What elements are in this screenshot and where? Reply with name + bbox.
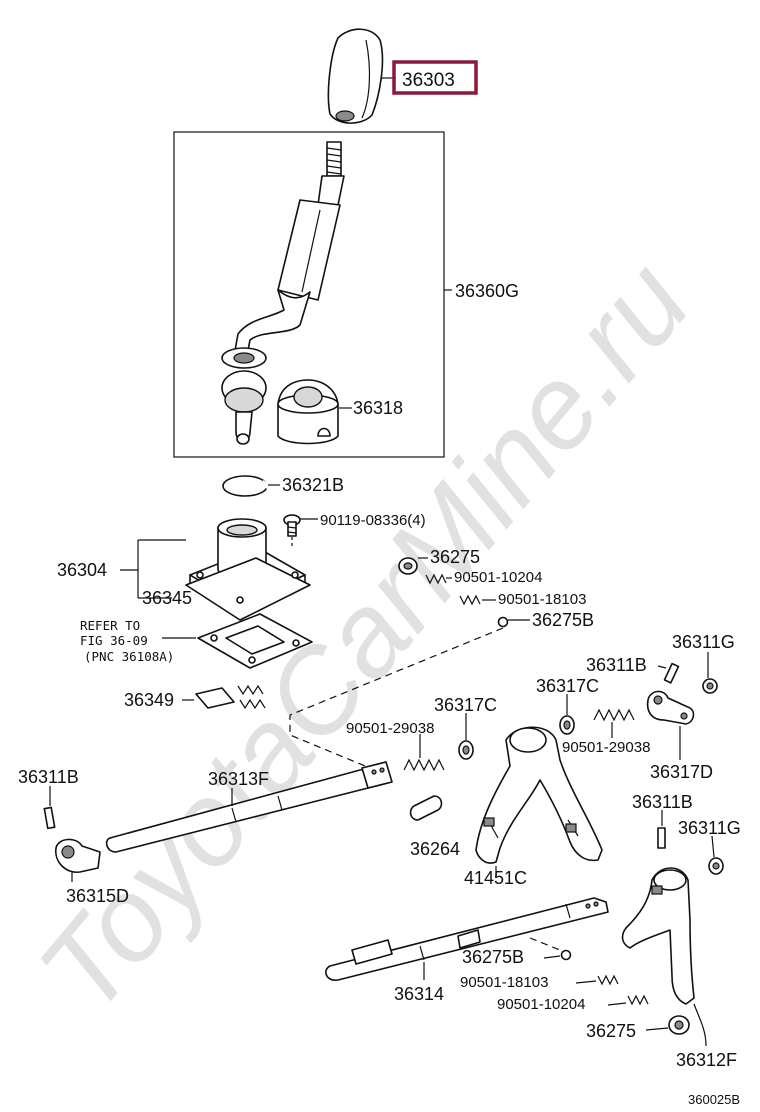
label-90501-29038-left[interactable]: 90501-29038 xyxy=(346,720,434,737)
label-36311B-left[interactable]: 36311B xyxy=(18,767,79,787)
fork-36312F xyxy=(621,867,695,1005)
refer-note-line2: FIG 36-09 xyxy=(80,633,148,648)
label-90501-29038-right[interactable]: 90501-29038 xyxy=(562,739,650,756)
spring-90501-10204-top xyxy=(425,573,447,585)
label-36318[interactable]: 36318 xyxy=(353,398,403,418)
label-36275B-bot[interactable]: 36275B xyxy=(462,947,524,967)
label-36311G-mid[interactable]: 36311G xyxy=(678,818,741,838)
label-36349[interactable]: 36349 xyxy=(124,690,174,710)
label-36275-bot[interactable]: 36275 xyxy=(586,1021,636,1041)
pin-36311B-mid xyxy=(657,827,666,849)
label-36311B-top[interactable]: 36311B xyxy=(586,655,647,675)
label-36275-top[interactable]: 36275 xyxy=(430,547,480,567)
lever-36317D xyxy=(646,690,695,725)
label-36360G[interactable]: 36360G xyxy=(455,281,519,301)
spring-90501-18103-bot xyxy=(597,974,619,986)
shaft-36314 xyxy=(325,897,609,981)
gasket xyxy=(197,613,313,669)
label-41451C[interactable]: 41451C xyxy=(464,868,527,888)
label-90501-18103-top[interactable]: 90501-18103 xyxy=(498,591,586,608)
pin-36311B-top xyxy=(663,662,680,684)
spring-90501-10204-bot xyxy=(627,994,649,1006)
refer-note-line3: (PNC 36108A) xyxy=(84,649,174,664)
spring-90501-29038-left xyxy=(403,758,445,772)
lever-seat xyxy=(277,379,339,445)
label-36315D[interactable]: 36315D xyxy=(66,886,129,906)
pin-36311B-left xyxy=(43,806,56,830)
label-90501-10204-bot[interactable]: 90501-10204 xyxy=(497,996,585,1013)
label-36317D[interactable]: 36317D xyxy=(650,762,713,782)
fork-41451C xyxy=(475,726,603,864)
pin-36264 xyxy=(409,795,443,821)
assembly-box xyxy=(173,131,445,458)
label-36317C-right[interactable]: 36317C xyxy=(536,676,599,696)
ball-36275B-bot xyxy=(560,949,572,961)
snap-ring xyxy=(222,475,272,497)
lever-housing xyxy=(185,518,311,621)
spring-90501-29038-right xyxy=(593,708,635,722)
highlight-box xyxy=(392,60,478,95)
label-36311B-mid[interactable]: 36311B xyxy=(632,792,693,812)
label-36264[interactable]: 36264 xyxy=(410,839,460,859)
ball-36275B-top xyxy=(497,616,509,628)
label-36314[interactable]: 36314 xyxy=(394,984,444,1004)
label-36345[interactable]: 36345 xyxy=(142,588,192,608)
label-36275B-top[interactable]: 36275B xyxy=(532,610,594,630)
label-90119[interactable]: 90119-08336(4) xyxy=(320,512,426,529)
bolt-90119 xyxy=(283,514,301,547)
label-36304[interactable]: 36304 xyxy=(57,560,107,580)
label-36303[interactable]: 36303 xyxy=(402,70,455,91)
spring-90501-18103-top xyxy=(459,594,481,606)
refer-note-line1: REFER TO xyxy=(80,618,140,633)
label-36312F[interactable]: 36312F xyxy=(676,1050,737,1070)
shaft-36313F xyxy=(105,761,393,853)
shift-lever xyxy=(221,141,345,445)
head-36315D xyxy=(55,838,101,873)
diagram-code: 360025B xyxy=(688,1092,740,1107)
label-36321B[interactable]: 36321B xyxy=(282,475,344,495)
label-90501-10204-top[interactable]: 90501-10204 xyxy=(454,569,542,586)
plate-36349 xyxy=(195,684,266,710)
plug-36275-bot xyxy=(668,1015,690,1035)
plug-36275-top xyxy=(398,557,418,575)
label-90501-18103-bot[interactable]: 90501-18103 xyxy=(460,974,548,991)
label-36311G-top[interactable]: 36311G xyxy=(672,632,735,652)
label-36313F[interactable]: 36313F xyxy=(208,769,269,789)
label-36317C-left[interactable]: 36317C xyxy=(434,695,497,715)
shift-knob xyxy=(327,28,384,124)
